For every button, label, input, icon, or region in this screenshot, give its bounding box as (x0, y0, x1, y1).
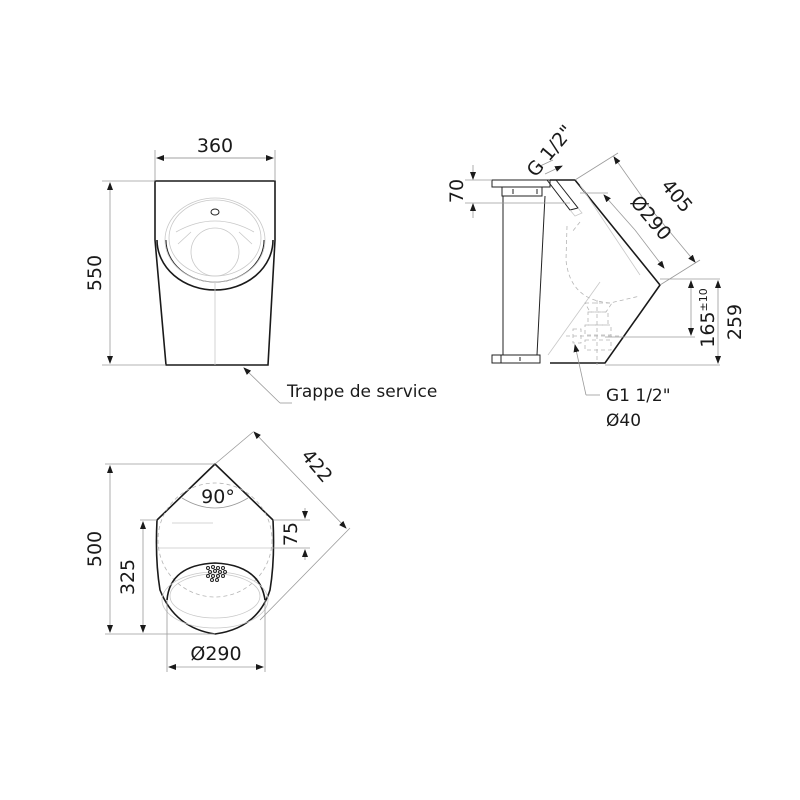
top-depth-dimension: 500 (84, 531, 106, 567)
lower-height-dimension: 259 (724, 304, 746, 340)
side-diagonal-dimension: 405 (657, 175, 697, 217)
trap-siphon (566, 300, 620, 365)
side-view: 70 G 1/2" 405 Ø290 165±10 259 G1 1/2" Ø4 (446, 121, 746, 431)
inlet-thread-dimension: G 1/2" (523, 121, 578, 181)
bottom-mounting-flange (491, 354, 541, 364)
outlet-height-dimension: 165±10 (697, 288, 719, 347)
front-height-dimension: 550 (84, 255, 106, 291)
bowl-hidden-outline (565, 225, 641, 304)
top-mounting-flange (491, 179, 551, 188)
flange-height-dimension: 70 (446, 179, 468, 203)
service-hatch-callout: Trappe de service (286, 382, 437, 402)
top-bowl-diameter-dimension: Ø290 (190, 643, 241, 665)
spray-nozzle-icon (210, 208, 220, 216)
outlet-diameter-callout: Ø40 (606, 411, 641, 431)
outlet-thread-callout: G1 1/2" (606, 386, 671, 406)
corner-offset-dimension: 75 (280, 522, 302, 546)
front-width-dimension: 360 (197, 135, 233, 157)
top-diagonal-dimension: 422 (297, 445, 337, 487)
drain-grate-icon (206, 565, 227, 582)
top-view: 90° 500 325 75 422 Ø290 (84, 431, 351, 672)
top-bowl-depth-dimension: 325 (117, 559, 139, 595)
front-view: 360 550 Trappe de service (84, 135, 437, 404)
corner-angle-dimension: 90° (201, 486, 235, 508)
